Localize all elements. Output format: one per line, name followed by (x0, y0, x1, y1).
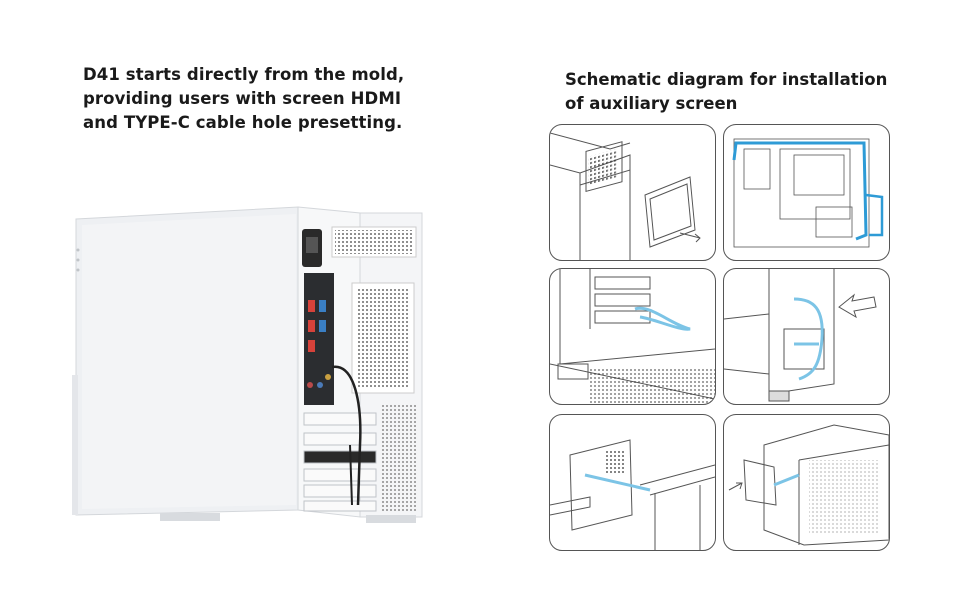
side-vent-strip (72, 375, 78, 515)
cable-highlight (634, 306, 691, 331)
cable-path-highlight (732, 141, 868, 241)
schematic-step-5 (549, 414, 716, 551)
schematic-title-line: Schematic diagram for installation (565, 70, 888, 89)
schematic-step-2 (723, 124, 890, 261)
headline-line: D41 starts directly from the mold, (83, 65, 405, 84)
headline: D41 starts directly from the mold, provi… (83, 63, 423, 135)
pc-case-rear-image (70, 205, 430, 525)
schematic-step-6 (723, 414, 890, 551)
mount-screen-illustration (728, 424, 889, 546)
schematic-title-line: of auxiliary screen (565, 94, 738, 113)
foot (160, 513, 220, 521)
schematic-step-4 (723, 268, 890, 405)
rear-io-connect-illustration (724, 269, 877, 402)
arrow-icon (838, 293, 877, 319)
foot (366, 515, 416, 523)
schematic-step-3 (549, 268, 716, 405)
pc-case-illustration (72, 206, 423, 523)
pcie-cable-illustration (550, 269, 715, 404)
typec-cable (349, 444, 353, 506)
schematic-step-1 (549, 124, 716, 261)
side-vent-mesh (382, 403, 418, 513)
side-panel-face (82, 214, 296, 509)
schematic-title: Schematic diagram for installation of au… (565, 68, 895, 116)
bottom-mesh (590, 367, 715, 404)
remove-screen-illustration (550, 132, 701, 260)
headline-line: providing users with screen HDMI (83, 89, 402, 108)
headline-line: and TYPE-C cable hole presetting. (83, 113, 403, 132)
hdmi-cable (331, 365, 362, 506)
cable-routing-illustration (732, 138, 884, 248)
cable-highlight (793, 297, 824, 381)
cable-highlight (584, 473, 651, 492)
screen-back-connect-illustration (550, 439, 715, 550)
cable-highlight (773, 473, 800, 487)
